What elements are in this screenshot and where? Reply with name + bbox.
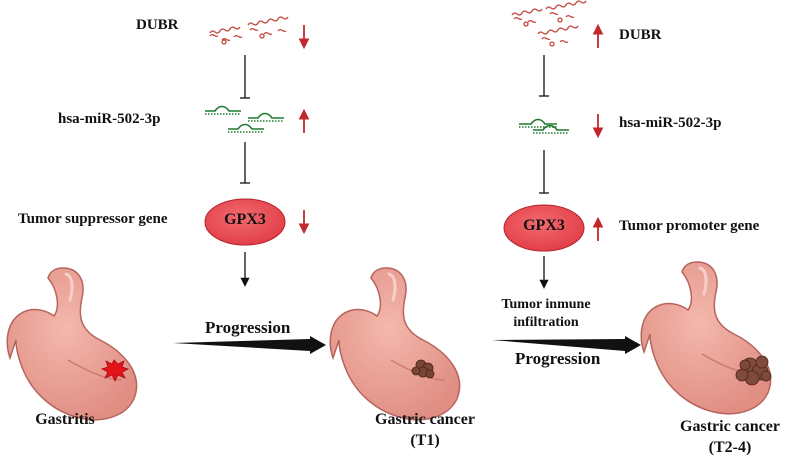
left-dubr-inhibition bbox=[240, 55, 250, 99]
left-gene-role-label: Tumor suppressor gene bbox=[18, 211, 168, 227]
stage-label-t24-line1: Gastric cancer bbox=[680, 418, 780, 435]
stage-label-gastritis: Gastritis bbox=[35, 411, 95, 428]
gastritis-lesion bbox=[100, 359, 130, 382]
right-mirna-icon bbox=[519, 118, 569, 134]
stomach-gastritis bbox=[5, 266, 139, 422]
right-gpx3-label: GPX3 bbox=[523, 217, 565, 234]
right-mirna-inhibition bbox=[539, 150, 549, 194]
stage-label-t24-line2: (T2-4) bbox=[708, 439, 752, 456]
left-mirna-label: hsa-miR-502-3p bbox=[58, 111, 161, 127]
progression-arrow-2 bbox=[492, 336, 641, 354]
left-gpx3-label: GPX3 bbox=[224, 211, 266, 228]
progression-label-2: Progression bbox=[515, 349, 601, 368]
tumor-t1 bbox=[411, 359, 435, 379]
tumor-t2-4 bbox=[735, 355, 772, 386]
right-gpx3-ellipse bbox=[503, 204, 585, 252]
stage-label-t1-line1: Gastric cancer bbox=[375, 411, 475, 428]
right-gene-role-label: Tumor promoter gene bbox=[619, 218, 760, 234]
left-dubr-rna-icon bbox=[209, 16, 289, 45]
left-mirna-icon bbox=[205, 105, 284, 133]
tumor-immune-label-line2: infiltration bbox=[513, 315, 579, 330]
right-mirna-label: hsa-miR-502-3p bbox=[619, 115, 722, 131]
left-mirna-inhibition bbox=[240, 142, 250, 184]
right-dubr-inhibition bbox=[539, 55, 549, 97]
left-dubr-label: DUBR bbox=[136, 17, 179, 33]
right-dubr-rna-icon bbox=[511, 0, 587, 47]
progression-arrow-1 bbox=[173, 336, 326, 354]
stomach-cancer-t2-4 bbox=[639, 260, 773, 416]
right-dubr-label: DUBR bbox=[619, 27, 662, 43]
left-gpx3-ellipse bbox=[204, 198, 286, 246]
progression-label-1: Progression bbox=[205, 318, 291, 337]
stomach-cancer-t1 bbox=[328, 266, 462, 422]
stage-label-t1-line2: (T1) bbox=[410, 432, 440, 449]
tumor-immune-label-line1: Tumor inmune bbox=[501, 297, 591, 312]
